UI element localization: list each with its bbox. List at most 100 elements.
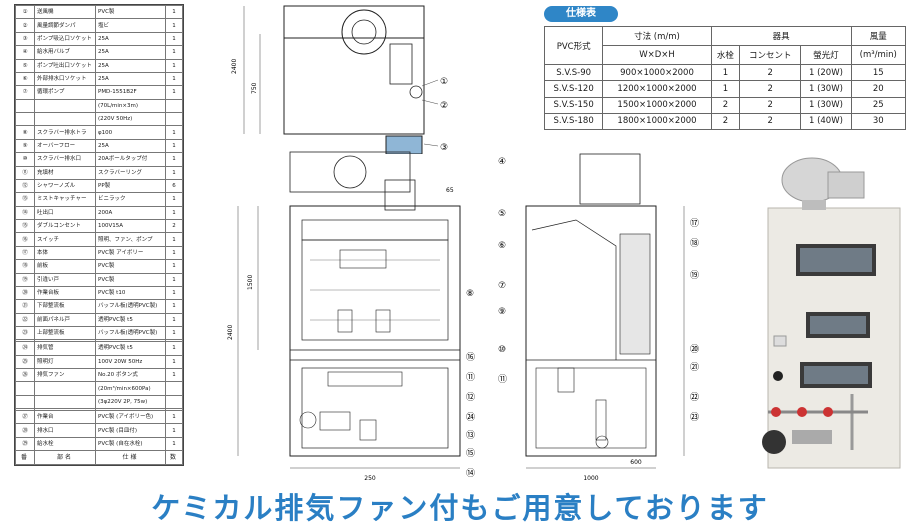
table-cell: (20m³/min×600Pa) <box>95 381 166 396</box>
table-cell: 排気管 <box>34 341 96 356</box>
table-cell: No.20 ボタン式 <box>95 368 166 383</box>
table-cell: PVC製 <box>95 272 166 287</box>
table-cell: ⑳ <box>15 285 35 301</box>
table-cell: ⑮ <box>15 218 35 234</box>
callout-9: ⑨ <box>498 307 506 317</box>
callout-2: ② <box>440 101 448 111</box>
table-cell: 1 <box>165 245 183 261</box>
table-cell: 前板 <box>34 259 96 274</box>
table-cell: S.V.S-90 <box>543 64 604 82</box>
table-cell: 20 <box>850 80 907 98</box>
dim-label: 600 <box>630 459 642 466</box>
banner-text: ケミカル排気ファン付もご用意しております <box>151 491 769 525</box>
table-cell: ⑯ <box>15 232 35 247</box>
table-cell: ビニラック <box>95 192 166 207</box>
table-cell: 100V15A <box>95 218 166 234</box>
header-char: 名 <box>65 453 74 461</box>
table-cell <box>165 111 183 127</box>
callout-3: ③ <box>440 143 448 153</box>
table-cell: 1 <box>165 192 183 207</box>
table-cell: 1 <box>710 80 741 98</box>
table-cell: PVC製 (自在水栓) <box>95 436 166 452</box>
table-cell: ⑭ <box>15 205 35 221</box>
callout-12: ⑫ <box>466 392 475 403</box>
table-cell: ㉘ <box>15 423 35 438</box>
callout-22: ㉒ <box>690 392 699 403</box>
table-cell: 1 <box>165 138 183 154</box>
spec-badge: 仕様表 <box>544 6 618 22</box>
table-cell <box>15 381 35 396</box>
col-dims: 寸法 (m/m) <box>602 25 712 47</box>
callout-7: ⑦ <box>498 281 506 291</box>
header-char: 番 <box>20 453 29 461</box>
table-cell: 2 <box>739 64 802 82</box>
table-cell: PP製 <box>95 178 166 194</box>
table-cell: 塩ビ <box>95 18 166 33</box>
table-cell: 15 <box>850 64 907 82</box>
table-cell: ⑪ <box>15 165 35 180</box>
callout-13: ⑬ <box>466 430 475 441</box>
col-airflow: 風量 <box>850 25 907 47</box>
table-cell: ㉔ <box>15 341 35 356</box>
table-cell: オーバーフロー <box>34 138 96 154</box>
table-cell: 透明PVC製 t5 <box>95 341 166 356</box>
table-cell: 照明灯 <box>34 354 96 370</box>
table-cell <box>15 394 35 410</box>
table-cell: 1 <box>165 205 183 221</box>
table-cell: 1 <box>165 58 183 73</box>
table-cell: 送風機 <box>34 4 96 20</box>
table-cell: 風量調節ダンパ <box>34 18 96 33</box>
table-cell: 循環ポンプ <box>34 85 96 100</box>
table-cell: 2 <box>710 96 741 114</box>
table-cell: スクラバー排水トラ <box>34 125 96 140</box>
table-cell: 2 <box>739 112 802 131</box>
table-cell: ③ <box>15 31 35 47</box>
table-cell: シャワーノズル <box>34 178 96 194</box>
table-cell: 1800×1000×2000 <box>602 112 712 131</box>
callout-18: ⑱ <box>690 238 699 249</box>
table-cell: バッフル板(透明PVC製) <box>95 325 166 341</box>
table-cell: 1 <box>165 368 183 383</box>
table-cell: 1 <box>710 64 741 82</box>
table-cell: 排気ファン <box>34 368 96 383</box>
table-cell: 前面パネル戸 <box>34 312 96 328</box>
callout-1: ① <box>440 77 448 87</box>
table-cell: ⑤ <box>15 58 35 73</box>
table-cell: 2 <box>739 80 802 98</box>
table-cell: 下部整流板 <box>34 299 96 314</box>
table-cell: 1 (30W) <box>800 96 852 114</box>
dim-label: 65 <box>446 187 454 194</box>
table-cell: 作業台板 <box>34 285 96 301</box>
table-cell: 1 <box>165 325 183 341</box>
table-cell: 1 <box>165 285 183 301</box>
callout-8: ⑧ <box>466 289 474 299</box>
table-cell <box>34 381 96 396</box>
table-cell: 2 <box>165 218 183 234</box>
table-cell: ダブルコンセント <box>34 218 96 234</box>
table-cell: ㉗ <box>15 410 35 425</box>
table-cell: 1 <box>165 152 183 167</box>
table-cell: PVC製 アイボリー <box>95 245 166 261</box>
table-cell: ㉖ <box>15 368 35 383</box>
table-cell: 1 <box>165 71 183 87</box>
dim-label: 750 <box>251 82 258 94</box>
callout-6: ⑥ <box>498 241 506 251</box>
table-cell: 1500×1000×2000 <box>602 96 712 114</box>
